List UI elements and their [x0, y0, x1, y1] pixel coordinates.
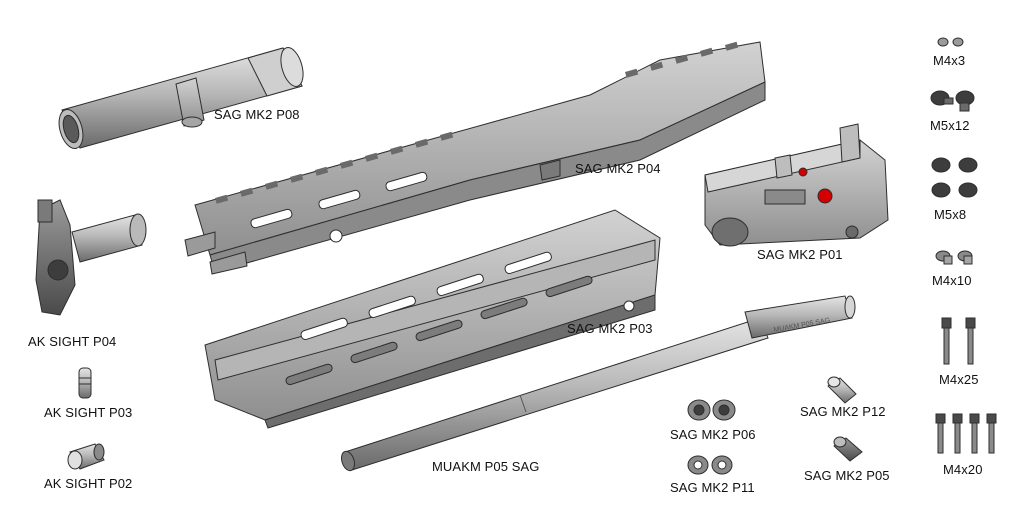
label-m4x20: M4x20: [943, 462, 983, 477]
hardware-m4x20: [935, 413, 997, 454]
label-sag-mk2-p01: SAG MK2 P01: [757, 247, 843, 262]
part-sag-mk2-p01: [704, 123, 889, 247]
part-sag-mk2-p03: [204, 209, 661, 429]
label-sag-mk2-p05: SAG MK2 P05: [804, 468, 890, 483]
hardware-m4x10: [935, 250, 973, 265]
label-m4x3: M4x3: [933, 53, 966, 68]
part-sag-mk2-p12: [827, 376, 857, 404]
hardware-m5x8: [931, 157, 978, 198]
part-sag-mk2-p04: [184, 41, 766, 275]
label-m4x10: M4x10: [932, 273, 972, 288]
label-ak-sight-p04: AK SIGHT P04: [28, 334, 117, 349]
label-ak-sight-p03: AK SIGHT P03: [44, 405, 133, 420]
label-m5x8: M5x8: [934, 207, 967, 222]
label-ak-sight-p02: AK SIGHT P02: [44, 476, 133, 491]
hardware-m4x3: [937, 37, 964, 47]
part-ak-sight-p04: [35, 199, 147, 316]
label-sag-mk2-p03: SAG MK2 P03: [567, 321, 653, 336]
label-sag-mk2-p06: SAG MK2 P06: [670, 427, 756, 442]
label-m5x12: M5x12: [930, 118, 970, 133]
part-sag-mk2-p06: [687, 399, 736, 421]
part-sag-mk2-p08: [58, 47, 304, 149]
label-sag-mk2-p08: SAG MK2 P08: [214, 107, 300, 122]
hardware-m5x12: [930, 90, 975, 112]
label-sag-mk2-p11: SAG MK2 P11: [670, 480, 755, 495]
label-sag-mk2-p04: SAG MK2 P04: [575, 161, 661, 176]
label-sag-mk2-p12: SAG MK2 P12: [800, 404, 886, 419]
part-sag-mk2-p05: [833, 436, 863, 462]
part-ak-sight-p02: [67, 443, 105, 470]
part-sag-mk2-p11: [687, 455, 733, 475]
hardware-m4x25: [941, 317, 976, 365]
label-m4x25: M4x25: [939, 372, 979, 387]
part-ak-sight-p03: [78, 367, 92, 399]
label-muakm-p05-sag: MUAKM P05 SAG: [432, 459, 540, 474]
part-muakm-p05-sag-barrel: [341, 295, 856, 472]
